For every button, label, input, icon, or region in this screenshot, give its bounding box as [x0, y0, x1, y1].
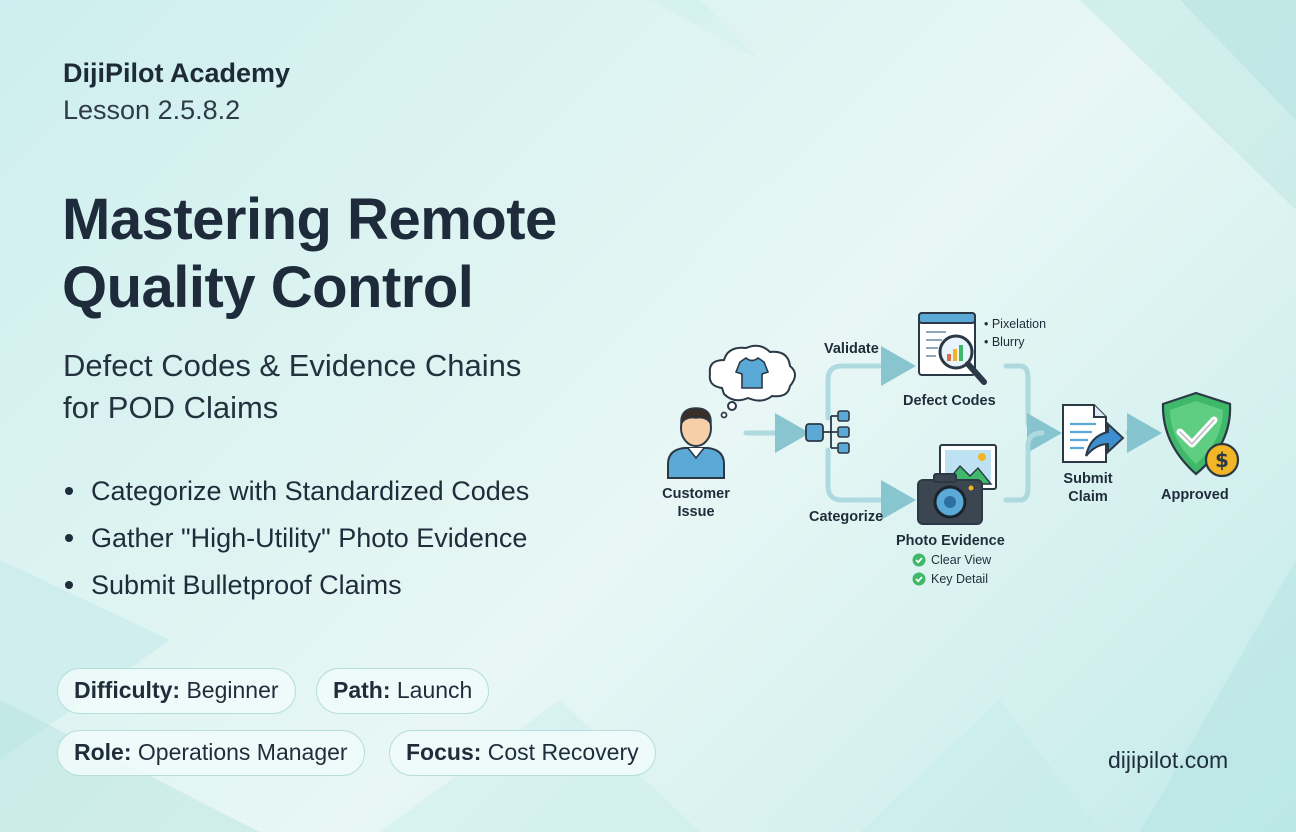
website-link[interactable]: dijipilot.com [1108, 747, 1229, 773]
submit-document-icon [1062, 404, 1125, 463]
bullet-dot-icon [65, 581, 73, 589]
defect-note-blurry: • Blurry [984, 335, 1025, 349]
bullet-list: Categorize with Standardized Codes Gathe… [63, 472, 529, 613]
subtitle-line-2: for POD Claims [63, 390, 279, 425]
brand-name: DijiPilot Academy [63, 58, 291, 88]
check-circle-icon [912, 553, 926, 567]
claim-process-diagram: Customer Issue Validate Categorize • Pix… [640, 300, 1280, 600]
lesson-number: Lesson 2.5.8.2 [63, 95, 241, 125]
customer-person-icon [667, 407, 725, 479]
branch-node-icon [805, 410, 850, 454]
photo-check-key-detail: Key Detail [931, 572, 988, 586]
subtitle: Defect Codes & Evidence Chains for POD C… [63, 345, 643, 429]
page-title: Mastering Remote Quality Control [62, 186, 557, 322]
tag-difficulty: Difficulty: Beginner [57, 668, 296, 714]
check-circle-icon [912, 572, 926, 586]
title-line-1: Mastering Remote [62, 187, 557, 252]
title-line-2: Quality Control [62, 255, 474, 320]
list-item: Submit Bulletproof Claims [63, 566, 529, 613]
categorize-label: Categorize [809, 509, 884, 525]
approved-label: Approved [1161, 487, 1229, 503]
photo-evidence-label: Photo Evidence [896, 533, 1005, 549]
tag-focus: Focus: Cost Recovery [389, 730, 656, 776]
bullet-dot-icon [65, 534, 73, 542]
subtitle-line-1: Defect Codes & Evidence Chains [63, 348, 522, 383]
list-item: Categorize with Standardized Codes [63, 472, 529, 519]
list-item: Gather "High-Utility" Photo Evidence [63, 519, 529, 566]
thought-bubble-shirt-icon [708, 344, 796, 419]
photo-check-clear-view: Clear View [931, 553, 992, 567]
bullet-dot-icon [65, 487, 73, 495]
photo-camera-icon [917, 444, 997, 525]
defect-note-pixelation: • Pixelation [984, 317, 1047, 331]
customer-issue-label: Customer Issue [662, 486, 730, 520]
approved-shield-icon: $ [1161, 391, 1240, 478]
tag-path: Path: Launch [316, 668, 490, 714]
defect-inspection-icon [918, 312, 987, 385]
defect-codes-label: Defect Codes [903, 393, 996, 409]
svg-text:$: $ [1215, 448, 1229, 472]
tag-role: Role: Operations Manager [57, 730, 365, 776]
flow-connectors [743, 346, 1162, 520]
submit-claim-label: Submit Claim [1063, 471, 1113, 505]
validate-label: Validate [824, 341, 879, 357]
